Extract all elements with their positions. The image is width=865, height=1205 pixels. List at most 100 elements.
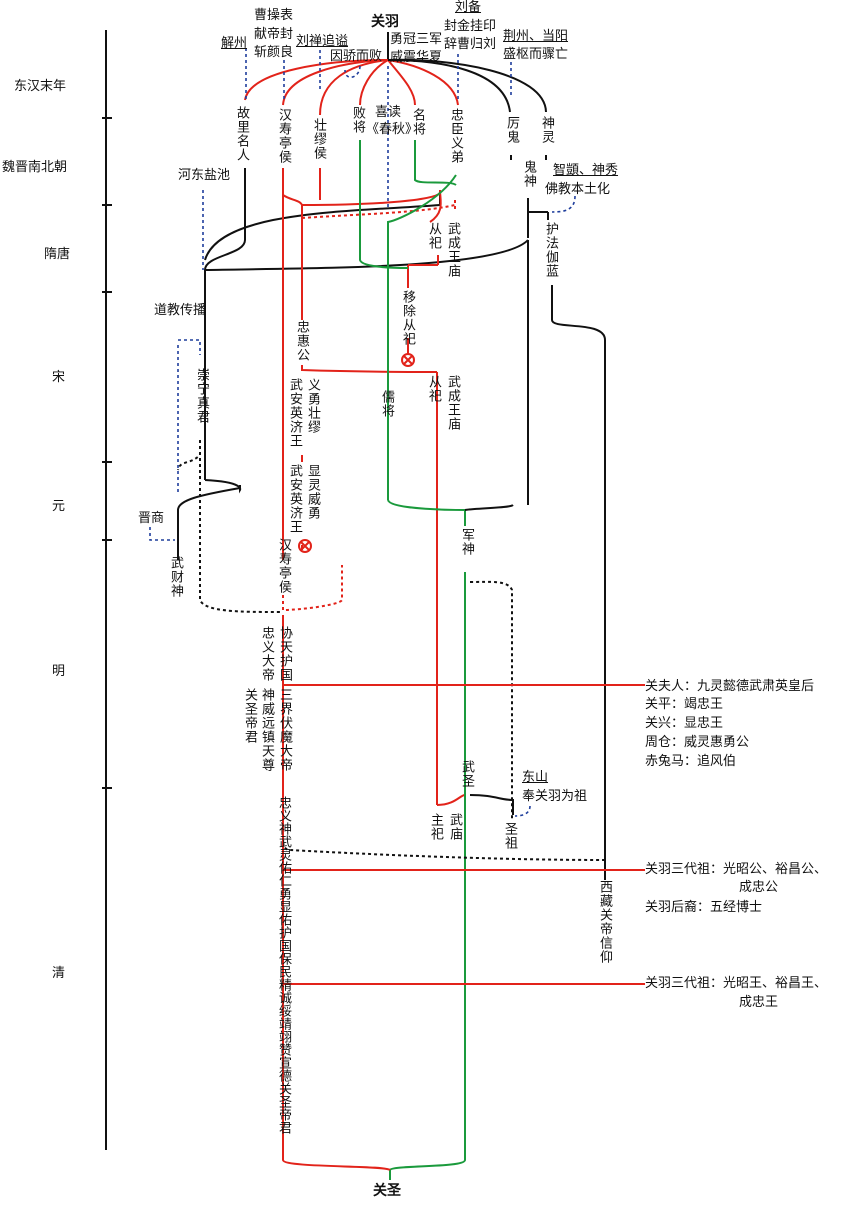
caocao-label: 曹操表 — [254, 8, 294, 23]
connector — [387, 499, 466, 526]
connector — [387, 58, 547, 113]
connector — [436, 794, 466, 806]
connector — [387, 59, 459, 106]
qing-title-item: 关羽三代祖：光昭公、裕昌公、 — [645, 862, 828, 877]
zhusi-node: 主祀 — [428, 813, 443, 841]
ming-title-item: 周仓：威灵惠勇公 — [645, 735, 750, 750]
hanshou-node-1: 汉寿亭侯 — [276, 108, 291, 164]
qing-title-item: 关羽三代祖：光昭王、裕昌王、 — [645, 976, 828, 991]
guansheng-final: 关圣 — [373, 1183, 401, 1199]
dongshan-node: 东山 — [522, 770, 549, 785]
xidu-node: 喜读 — [375, 105, 402, 120]
zhiyi-node: 智顗、神秀 — [553, 163, 619, 178]
liubei-label: 刘备 — [455, 0, 482, 15]
guishen-node: 鬼神 — [521, 160, 536, 188]
removed-marker-icon — [298, 539, 312, 553]
connector — [551, 285, 606, 880]
era-label: 隋唐 — [44, 247, 71, 262]
connector — [282, 565, 343, 612]
connector — [319, 59, 389, 116]
connector — [389, 1159, 466, 1180]
rujiang-node: 儒将 — [379, 390, 394, 418]
ming-title-item: 关平：竭忠王 — [645, 697, 724, 712]
connector — [199, 440, 281, 613]
guanshengdijun-node: 关圣帝君 — [242, 688, 257, 744]
wucheng-node-1: 武成王庙 — [445, 222, 460, 278]
connector — [177, 440, 201, 471]
congsi-node-1: 从祀 — [426, 222, 441, 250]
yiyong-node: 义勇壮缪 — [305, 378, 320, 434]
connector — [301, 204, 456, 219]
connector — [469, 580, 513, 820]
connector — [469, 794, 514, 815]
baijiang-node: 败将 — [350, 106, 365, 134]
connector — [301, 365, 438, 373]
connector — [177, 487, 241, 560]
sanjie-node: 三界伏魔大帝 — [277, 688, 292, 772]
shenwei-node: 神威远镇天尊 — [259, 688, 274, 772]
connector — [387, 59, 416, 106]
connector — [359, 59, 389, 106]
congsi-node-2: 从祀 — [426, 375, 441, 403]
yichu-node: 移除从祀 — [400, 290, 415, 346]
jiezhou-label: 解州 — [221, 36, 248, 51]
connector — [149, 527, 175, 541]
fojiao-node: 佛教本土化 — [545, 182, 611, 197]
connector — [359, 140, 409, 269]
connector — [244, 59, 389, 101]
daojiao-node: 道教传播 — [154, 303, 207, 318]
jinshang-node: 晋商 — [138, 511, 165, 526]
era-label: 元 — [52, 499, 66, 514]
xietian-node: 协天护国 — [277, 626, 292, 682]
qing-title-item: 成忠公 — [739, 880, 779, 895]
jingzhou-label: 荆州、当阳 — [503, 29, 569, 44]
xiandi-label: 献帝封 — [254, 27, 294, 42]
connector — [282, 839, 606, 861]
wuan-node-2: 武安英济王 — [287, 464, 302, 534]
xizang-node: 西藏关帝信仰 — [597, 880, 612, 964]
ming-title-item: 关夫人：九灵懿德武肃英皇后 — [645, 679, 815, 694]
zhonghui-node: 忠惠公 — [294, 320, 309, 362]
connector — [204, 204, 441, 261]
zhuangmiu-node: 壮缪侯 — [311, 118, 326, 160]
chongning-node: 崇宁真君 — [194, 368, 209, 424]
connector — [204, 168, 246, 350]
zhanyan-label: 斩颜良 — [254, 45, 294, 60]
connector — [344, 65, 361, 78]
hedong-node: 河东盐池 — [178, 168, 231, 183]
connector — [387, 174, 457, 500]
qing-title-item: 成忠王 — [739, 995, 779, 1010]
connector — [204, 479, 242, 494]
era-label: 魏晋南北朝 — [2, 160, 68, 175]
qing-title-item: 关羽后裔：五经博士 — [645, 900, 763, 915]
chunqiu-node: 《春秋》 — [366, 122, 419, 137]
fengguan-node: 奉关羽为祖 — [522, 789, 588, 804]
junshen-node: 军神 — [459, 528, 474, 556]
mingjiang-node: 名将 — [410, 108, 425, 136]
ligui-node: 厉鬼 — [504, 116, 519, 144]
xianling-node: 显灵威勇 — [305, 464, 320, 520]
connector — [464, 504, 514, 511]
hufa-node: 护法伽蓝 — [543, 222, 558, 278]
cicao-label: 辞曹归刘 — [444, 37, 497, 52]
yongguan-label: 勇冠三军 — [390, 32, 443, 47]
guli-node: 故里名人 — [234, 106, 249, 162]
wucai-node: 武财神 — [168, 556, 183, 598]
ming-title-item: 赤兔马：追风伯 — [645, 754, 737, 769]
connector — [282, 59, 389, 106]
era-label: 东汉末年 — [14, 79, 67, 94]
connector — [551, 195, 576, 213]
ming-title-item: 关兴：显忠王 — [645, 716, 724, 731]
zhongyi-node: 忠义大帝 — [259, 626, 274, 682]
connector — [514, 805, 531, 817]
connector — [178, 339, 201, 355]
weizhen-label: 威震华夏 — [390, 50, 443, 65]
connector — [204, 239, 529, 271]
hanshou-node-2: 汉寿亭侯 — [276, 538, 291, 594]
yinjiao-label: 因骄而败 — [330, 49, 383, 64]
shenling-node: 神灵 — [539, 116, 554, 144]
connector — [282, 1159, 391, 1171]
fengjin-label: 封金挂印 — [444, 19, 497, 34]
